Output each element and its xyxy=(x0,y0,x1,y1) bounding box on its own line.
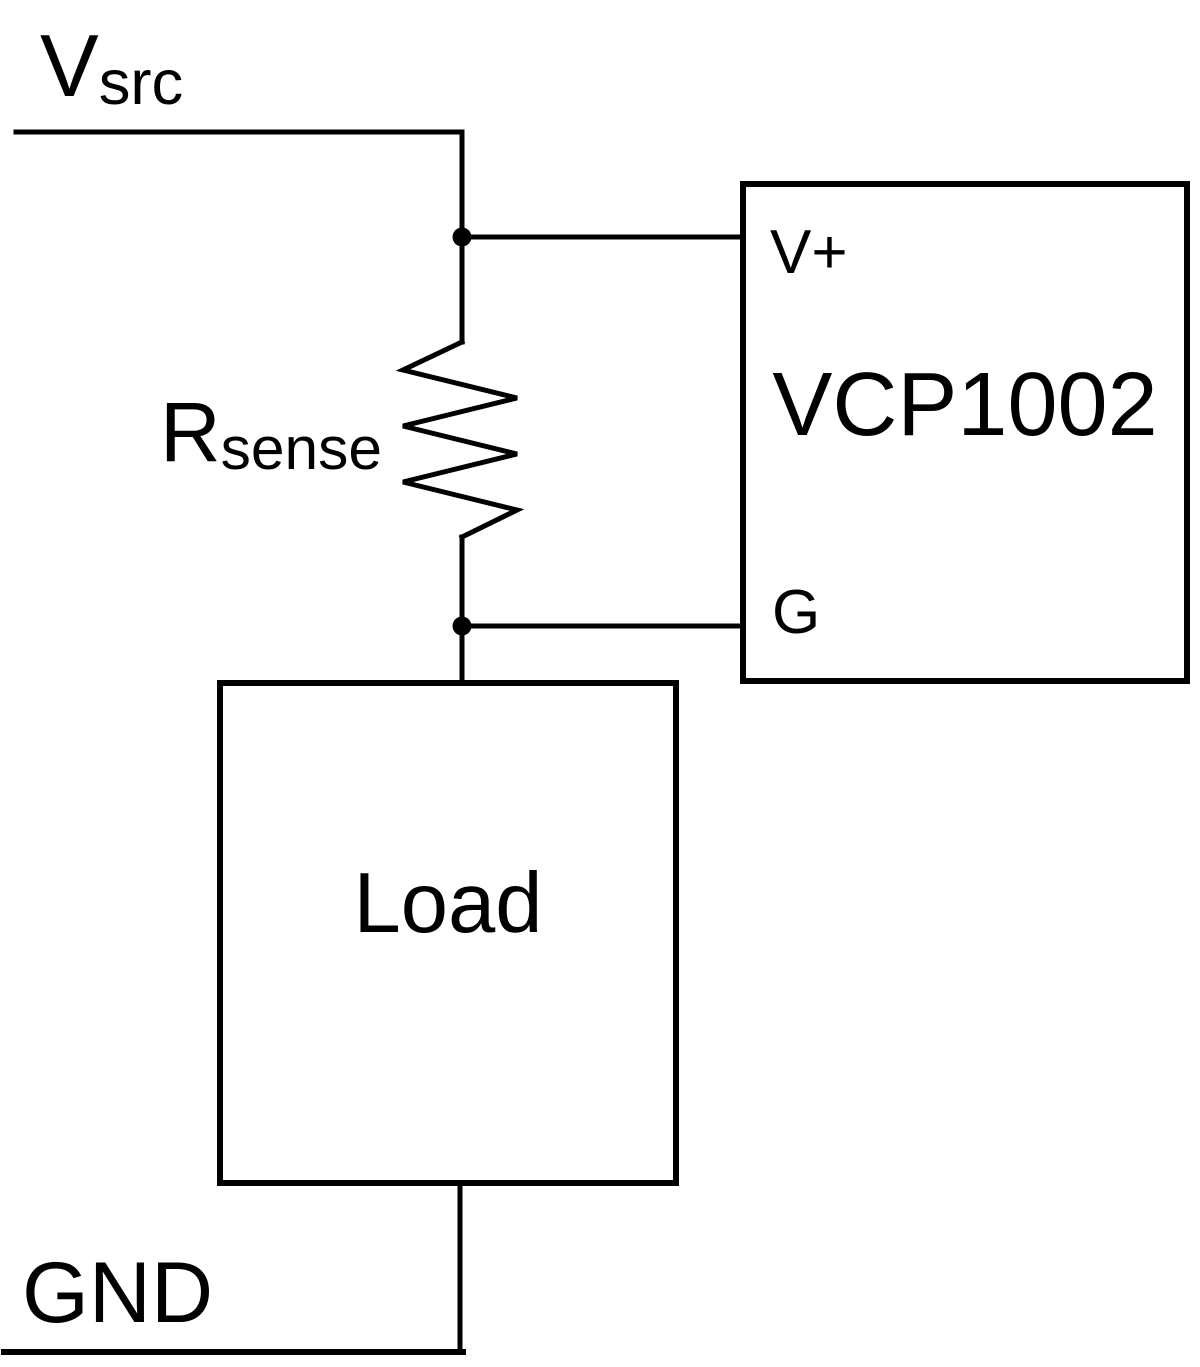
pin-label-vplus: V+ xyxy=(770,218,848,287)
vsrc-label: Vsrc xyxy=(40,22,183,116)
junction-dot-top xyxy=(452,227,472,247)
vsrc-label-sub: src xyxy=(98,48,184,119)
junction-dot-bottom xyxy=(452,616,472,636)
vcp1002-label: VCP1002 xyxy=(772,355,1158,455)
resistor-symbol xyxy=(395,338,525,541)
vsrc-label-main: V xyxy=(40,16,99,115)
wire-vsrc-rail xyxy=(13,129,465,345)
vcp1002-box xyxy=(740,181,1190,684)
rsense-label-main: R xyxy=(160,385,221,479)
rsense-label-sub: sense xyxy=(220,413,383,482)
rsense-label: Rsense xyxy=(160,390,382,478)
pin-label-g: G xyxy=(772,578,821,647)
load-label: Load xyxy=(353,856,543,951)
gnd-label: GND xyxy=(22,1245,214,1341)
load-box xyxy=(217,680,679,1186)
